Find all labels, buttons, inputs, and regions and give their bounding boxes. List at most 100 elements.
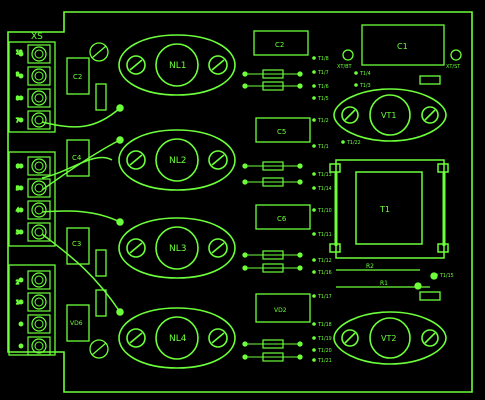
diode-vd6	[66, 304, 90, 342]
transistor-vt1: VT1	[333, 88, 447, 142]
vt2-label: VT2	[381, 334, 396, 343]
test-point-label: T1/3	[359, 83, 371, 89]
c3-label: C3	[72, 240, 81, 248]
capacitor-c6	[255, 204, 311, 230]
small-diode-bottom	[419, 291, 441, 301]
tp-xt-st: XT/ST	[446, 64, 461, 70]
nl4-label: NL4	[169, 334, 187, 344]
c4-label: C4	[72, 154, 82, 162]
test-point-label: T1/12	[317, 258, 332, 264]
test-point-label: T1/13	[317, 172, 332, 178]
left-parts: C2 C4 C3 VD6	[66, 42, 109, 359]
capacitor-c2-left	[66, 57, 90, 95]
small-resistors	[242, 69, 303, 362]
test-point-label: T1/7	[317, 70, 329, 76]
capacitor-c5	[255, 117, 311, 143]
test-point-label: T1/18	[317, 322, 332, 328]
connector-label: XS	[31, 32, 43, 42]
test-point-label: T1/5	[317, 96, 329, 102]
test-point-label: T1/16	[317, 270, 332, 276]
connector-pin-label: 6	[16, 164, 19, 170]
small-resistor	[242, 81, 303, 91]
test-point-label: T1/19	[317, 336, 332, 342]
resistor-lower-left	[95, 289, 107, 317]
test-point-label: T1/1	[317, 144, 329, 150]
resistor-mid-left	[95, 249, 107, 277]
terminal	[18, 156, 51, 176]
test-point-label: T1/17	[317, 294, 332, 300]
c5-label: C5	[277, 128, 286, 136]
connector-pin-label: 8	[16, 96, 19, 102]
test-point-label: T1/20	[317, 348, 332, 354]
test-point-label: T1/14	[317, 186, 332, 192]
nl1-label: NL1	[169, 61, 186, 71]
c6-label: C6	[277, 215, 287, 223]
connector-pin-label: 9	[16, 72, 19, 78]
transformer-t1: T1	[329, 159, 449, 259]
r1-label: R1	[380, 280, 388, 287]
small-resistor	[242, 177, 303, 187]
small-resistor	[242, 263, 303, 273]
transistor-nl4: NL4	[118, 307, 236, 369]
connector-pin-label: 2	[16, 280, 19, 286]
board-outline	[7, 11, 473, 393]
test-point-label: T1/10	[317, 208, 332, 214]
terminal	[18, 222, 51, 242]
small-resistor	[242, 352, 303, 362]
terminal	[18, 292, 51, 312]
terminal	[18, 44, 51, 64]
t1-label: T1	[379, 205, 390, 214]
screw-bottom-left	[89, 339, 109, 359]
terminal	[18, 200, 51, 220]
transistor-nl1: NL1	[118, 34, 236, 96]
diode-vd2	[255, 293, 311, 323]
vd2-label: VD2	[274, 307, 287, 314]
middle-column: C2 C5 C6 VD2	[242, 30, 311, 362]
terminal	[18, 336, 51, 356]
test-point-label: T1/8	[317, 56, 329, 62]
vt1-label: VT1	[381, 111, 396, 120]
connector-pin-label: 5	[16, 186, 19, 192]
c2-left-label: C2	[73, 73, 82, 81]
terminal	[18, 314, 51, 334]
transistor-nl3: NL3	[118, 217, 236, 279]
test-point-label: T1/2	[317, 118, 329, 124]
small-resistor	[242, 339, 303, 349]
nl2-label: NL2	[169, 156, 186, 166]
terminal	[18, 88, 51, 108]
test-point-label: T1/15	[439, 273, 454, 279]
capacitor-c2	[253, 30, 309, 56]
test-point-label: T1/6	[317, 84, 329, 90]
test-point-label: T1/11	[317, 232, 332, 238]
terminal	[18, 110, 51, 130]
nl3-label: NL3	[169, 244, 186, 254]
screw-top-left	[89, 42, 109, 62]
connector-terminals: 10 9 8 7 6 5 4 3 2 1	[15, 44, 51, 356]
transistor-nl2: NL2	[118, 129, 236, 191]
terminal	[18, 270, 51, 290]
connector-pin-label: 7	[16, 118, 19, 124]
upper-right: C1 XT/BT XT/ST	[337, 24, 462, 85]
connector-pin-label: 1	[16, 300, 19, 306]
c1-label: C1	[397, 42, 408, 51]
small-resistor	[242, 69, 303, 79]
resistor-upper-left	[95, 83, 107, 111]
connector-pin-label: 3	[16, 230, 19, 236]
transistor-vt2: VT2	[333, 311, 447, 365]
connector-pin-label: 10	[16, 50, 22, 56]
r2-label: R2	[366, 263, 374, 270]
connector-pin-label: 4	[16, 208, 19, 214]
small-resistor	[242, 250, 303, 260]
test-point-label: T1/21	[317, 358, 332, 364]
connector-xs: XS 10 9 8 7 6 5 4 3 2 1	[8, 32, 56, 356]
small-diode-top	[419, 75, 441, 85]
small-resistor	[242, 161, 303, 171]
tp-xt-bt: XT/BT	[337, 64, 353, 70]
terminal	[18, 66, 51, 86]
test-point-label: T1/22	[346, 140, 361, 146]
capacitor-c1	[361, 24, 445, 66]
vd6-label: VD6	[70, 320, 83, 327]
jumper-wires	[41, 104, 124, 316]
